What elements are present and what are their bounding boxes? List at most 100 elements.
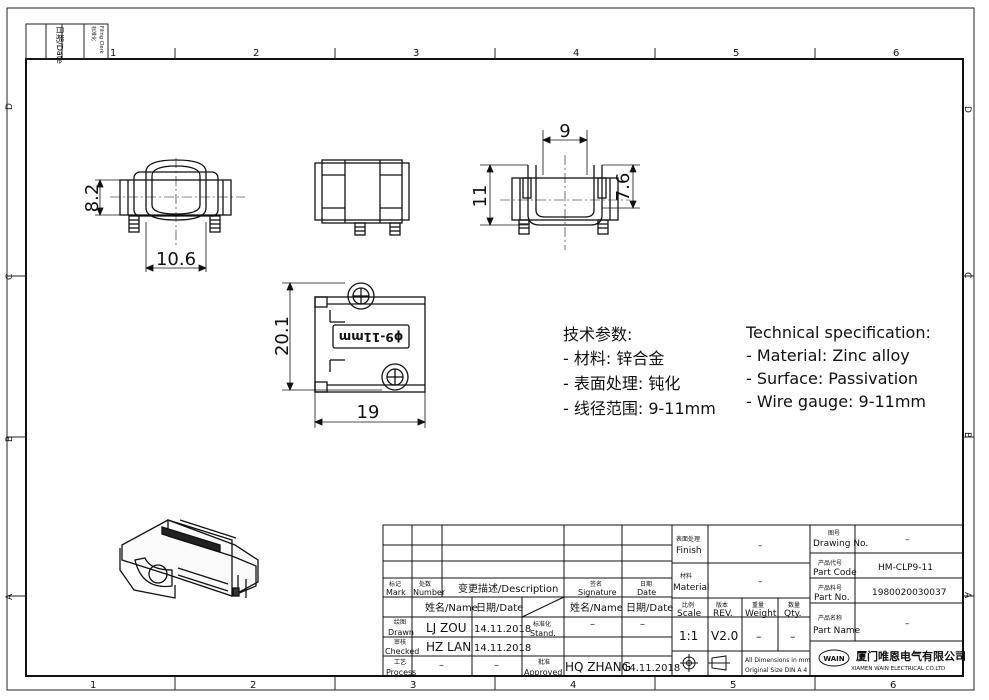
part-name-cn: 产品名称	[818, 614, 842, 622]
process-name: –	[439, 660, 444, 671]
zone-left-c: C	[5, 274, 15, 280]
zone-top-6: 6	[893, 48, 899, 59]
right-view	[500, 155, 630, 250]
zone-left-b: B	[5, 436, 15, 442]
wain-logo-icon	[818, 649, 850, 667]
mark-cn: 标记	[389, 580, 401, 588]
part-code-value: HM-CLP9-11	[878, 563, 933, 573]
drawing-no-value: –	[905, 535, 910, 545]
checked-en: Checked	[385, 647, 419, 656]
logo-text: WAIN	[823, 655, 844, 663]
drawn-name: LJ ZOU	[426, 621, 467, 635]
dims-note-2: Original Size DIN A 4	[745, 667, 807, 674]
signature-en: Signature	[578, 588, 617, 597]
process-cn: 工艺	[394, 658, 406, 666]
stand-en: Stand.	[530, 629, 556, 638]
spec-en-line-2: - Surface: Passivation	[746, 369, 918, 388]
process-date: –	[494, 660, 499, 671]
company-name-cn: 厦门唯恩电气有限公司	[856, 649, 966, 663]
finish-cn: 表面处理	[676, 535, 700, 543]
zone-bottom-2: 2	[250, 680, 256, 691]
signature-cn: 签名	[590, 580, 602, 588]
title-block-middle: 表面处理 Finish – 材料 Material – 比例 Scale 版本 …	[673, 535, 810, 674]
dim-top-height: 20.1	[272, 316, 293, 356]
qty-value: –	[790, 630, 796, 643]
spec-cn-title: 技术参数:	[563, 325, 632, 344]
weight-cn: 重量	[752, 601, 764, 609]
zone-bottom-3: 3	[410, 680, 416, 691]
front-view	[110, 158, 245, 248]
date-cn: 日期	[640, 580, 652, 588]
projection-cone-icon	[711, 655, 727, 671]
zone-bottom-1: 1	[90, 680, 96, 691]
zone-left-a: A	[5, 593, 15, 600]
description-label: 变更描述/Description	[458, 582, 558, 595]
zone-right-c: C	[962, 272, 972, 278]
name-label: 姓名/Name	[425, 601, 478, 614]
part-no-value: 1980020030037	[872, 588, 946, 598]
zone-labels-bottom: 1 2 3 4 5 6	[90, 680, 896, 691]
finish-value: –	[758, 541, 763, 551]
engraving-label: ϕ9-11mm	[339, 330, 404, 344]
date-en: Date	[637, 588, 656, 597]
projection-symbol	[680, 654, 730, 672]
stand-date: –	[640, 619, 645, 630]
spec-cn-line-2: - 表面处理: 钝化	[563, 374, 680, 393]
dim-front-height: 8.2	[82, 184, 103, 213]
drawn-en: Drawn	[388, 628, 414, 637]
finish-en: Finish	[676, 546, 702, 556]
zone-bottom-4: 4	[570, 680, 576, 691]
spec-cn-line-1: - 材料: 锌合金	[563, 349, 664, 368]
process-en: Process	[386, 668, 416, 677]
drawing-no-cn: 图号	[828, 530, 840, 537]
part-code-en: Part Code	[813, 568, 857, 578]
zone-right-d: D	[962, 106, 972, 113]
zone-labels-top: 1 2 3 4 5 6	[110, 48, 899, 59]
stand-value: –	[590, 619, 595, 630]
rev-cn: 版本	[716, 601, 728, 609]
front-dims	[95, 178, 208, 272]
part-no-en: Part No.	[814, 593, 850, 603]
top-view	[314, 282, 426, 393]
part-name-value: –	[905, 619, 910, 629]
zone-bottom-5: 5	[730, 680, 736, 691]
approved-name: HQ ZHANG	[565, 660, 631, 674]
spec-cn: 技术参数: - 材料: 锌合金 - 表面处理: 钝化 - 线径范围: 9-11m…	[563, 325, 716, 418]
date-label: 日期/Date	[476, 602, 523, 614]
date-label-2: 日期/Date	[626, 602, 673, 614]
checked-cn: 审核	[394, 638, 406, 646]
drawn-cn: 绘图	[394, 618, 406, 626]
scale-en: Scale	[677, 609, 702, 619]
zone-top-1: 1	[110, 48, 116, 59]
zone-right-a: A	[962, 592, 972, 599]
rev-en: REV.	[713, 609, 733, 619]
filing-date-label: 日期/Date	[55, 26, 64, 64]
right-dims	[480, 130, 640, 227]
approved-en: Approved	[524, 668, 562, 677]
dim-top-width: 19	[357, 402, 380, 423]
company-logo: WAIN 厦门唯恩电气有限公司 XIAMEN WAIN ELECTRICAL C…	[818, 649, 966, 672]
qty-en: Qty.	[784, 609, 802, 619]
zone-top-2: 2	[253, 48, 259, 59]
filing-box: 日期/Date 标准化 Filing Clerk	[25, 23, 109, 64]
material-cn: 材料	[680, 572, 692, 580]
filing-clerk-en: Filing Clerk	[98, 26, 104, 54]
dim-right-top: 9	[559, 121, 570, 142]
mark-en: Mark	[386, 588, 406, 597]
dims-note-1: All Dimensions in mm	[745, 657, 810, 664]
drawing-no-en: Drawing No.	[813, 539, 868, 549]
title-block	[382, 524, 964, 677]
approved-cn: 批准	[538, 658, 550, 666]
number-cn: 处数	[419, 580, 431, 588]
material-value: –	[758, 577, 763, 587]
top-dims	[282, 281, 427, 428]
outer-border	[6, 7, 975, 691]
stand-cn: 标准化	[533, 620, 551, 628]
part-code-cn: 产品代号	[818, 559, 842, 567]
company-name-en: XIAMEN WAIN ELECTRICAL CO.LTD	[851, 666, 945, 672]
zone-top-3: 3	[413, 48, 419, 59]
approved-date: 14.11.2018	[623, 663, 680, 674]
zone-bottom-6: 6	[890, 680, 896, 691]
weight-value: –	[756, 630, 762, 643]
